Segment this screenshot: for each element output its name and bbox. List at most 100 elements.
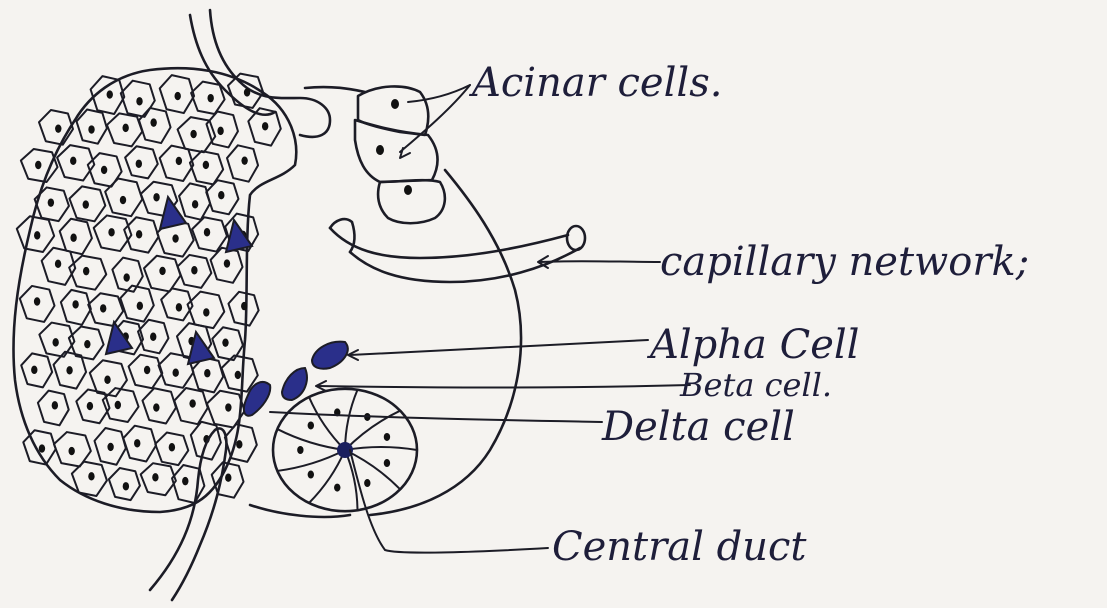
acinar-nucleus (222, 338, 228, 346)
acinar-nucleus (35, 161, 41, 169)
acinar-nucleus (241, 156, 247, 164)
duct-cell-nucleus (334, 484, 340, 492)
acinar-nucleus (136, 97, 142, 105)
acinar-nucleus (244, 88, 250, 96)
acinar-nucleus (175, 92, 181, 100)
acinar-nucleus (217, 127, 223, 135)
acinar-nucleus (68, 447, 74, 455)
acinar-nucleus (123, 273, 129, 281)
acinar-nucleus (70, 234, 76, 242)
acinar-nucleus (70, 157, 76, 165)
duct-cell-nucleus (308, 471, 314, 479)
acinar-nucleus (115, 401, 121, 409)
beta-cell (282, 368, 307, 400)
acinar-nucleus (52, 338, 58, 346)
acinar-nucleus (176, 157, 182, 165)
acinar-nucleus (84, 340, 90, 348)
acinar-nucleus (144, 366, 150, 374)
acinar-nucleus (107, 443, 113, 451)
acinar-nucleus (204, 228, 210, 236)
duct-cell-nucleus (297, 446, 303, 454)
acinar-nucleus (189, 399, 195, 407)
acinar-nucleus (225, 403, 231, 411)
acinar-nucleus (55, 124, 61, 132)
acinar-nucleus (136, 160, 142, 168)
acinar-nucleus (108, 228, 114, 236)
duct-cell-nucleus (308, 421, 314, 429)
duct-cell-nucleus (364, 479, 370, 487)
acinar-nucleus (173, 369, 179, 377)
acinar-nucleus (48, 198, 54, 206)
alpha-cell (312, 342, 348, 369)
acinar-cell (120, 286, 153, 322)
acinar-nucleus (123, 482, 129, 490)
acinar-nucleus (203, 161, 209, 169)
acinar-nucleus (34, 231, 40, 239)
acinar-nucleus (104, 376, 110, 384)
acinar-nucleus (150, 333, 156, 341)
lobule-outline (250, 87, 521, 517)
acinar-nucleus (39, 444, 45, 452)
label-central-duct: Central duct (552, 524, 807, 570)
duct-cell-wall (277, 450, 345, 471)
label-beta-cell: Beta cell. (679, 366, 832, 404)
label-alpha-cell: Alpha Cell (646, 322, 859, 368)
acinar-nucleus (31, 366, 37, 374)
capillary-vessel (330, 219, 585, 282)
acinar-nucleus (136, 230, 142, 238)
acinar-nucleus (72, 300, 78, 308)
acinar-nucleus (101, 166, 107, 174)
islet-cell-in-acinar (160, 197, 186, 229)
acinar-nucleus (192, 200, 198, 208)
duct-cell-wall (309, 397, 345, 450)
acinar-nucleus (176, 303, 182, 311)
acinar-nucleus (159, 267, 165, 275)
acinar-nucleus (172, 234, 178, 242)
label-acinar-cells: Acinar cells. (468, 60, 722, 106)
acinar-nucleus (83, 200, 89, 208)
acinar-nucleus (107, 90, 113, 98)
acinar-nucleus (262, 122, 268, 130)
acinar-nucleus (83, 267, 89, 275)
duct-cell-wall (345, 447, 417, 450)
acinar-nucleus (137, 302, 143, 310)
duct-cell-nucleus (384, 433, 390, 441)
acinar-nucleus (88, 472, 94, 480)
duct-cell-nucleus (384, 459, 390, 467)
acinar-nucleus (191, 266, 197, 274)
acinar-nucleus (235, 371, 241, 379)
islet-cell-in-acinar (188, 332, 214, 364)
acinar-cell (141, 463, 176, 495)
acinar-nucleus (55, 260, 61, 268)
acinar-nucleus (88, 125, 94, 133)
central-duct-rosette (273, 389, 417, 511)
duct-cell-wall (345, 450, 400, 489)
acinar-nucleus (153, 403, 159, 411)
acinar-nucleus (153, 193, 159, 201)
acinar-nucleus (122, 124, 128, 132)
acinar-nucleus (152, 473, 158, 481)
labels: Acinar cells. capillary network; Alpha C… (468, 60, 1029, 570)
acinar-nucleus (224, 259, 230, 267)
acinar-nucleus (66, 366, 72, 374)
acinar-nucleus (203, 308, 209, 316)
label-delta-cell: Delta cell (601, 404, 795, 450)
leader-lines (270, 85, 690, 553)
acinar-nucleus (182, 477, 188, 485)
acinar-nucleus (169, 443, 175, 451)
acinar-nucleus (225, 474, 231, 482)
delta-cell (244, 382, 270, 416)
acinar-nucleus (87, 402, 93, 410)
acinar-nucleus (134, 439, 140, 447)
acinar-nucleus (52, 401, 58, 409)
acinar-nucleus (207, 94, 213, 102)
acinar-nucleus (241, 302, 247, 310)
acinar-nucleus (218, 191, 224, 199)
label-capillary-network: capillary network; (660, 239, 1029, 285)
acinar-cell-mass (13, 68, 296, 512)
acinar-nucleus (190, 130, 196, 138)
acinar-nucleus (120, 196, 126, 204)
acinar-nucleus (204, 369, 210, 377)
acinar-nucleus (150, 118, 156, 126)
